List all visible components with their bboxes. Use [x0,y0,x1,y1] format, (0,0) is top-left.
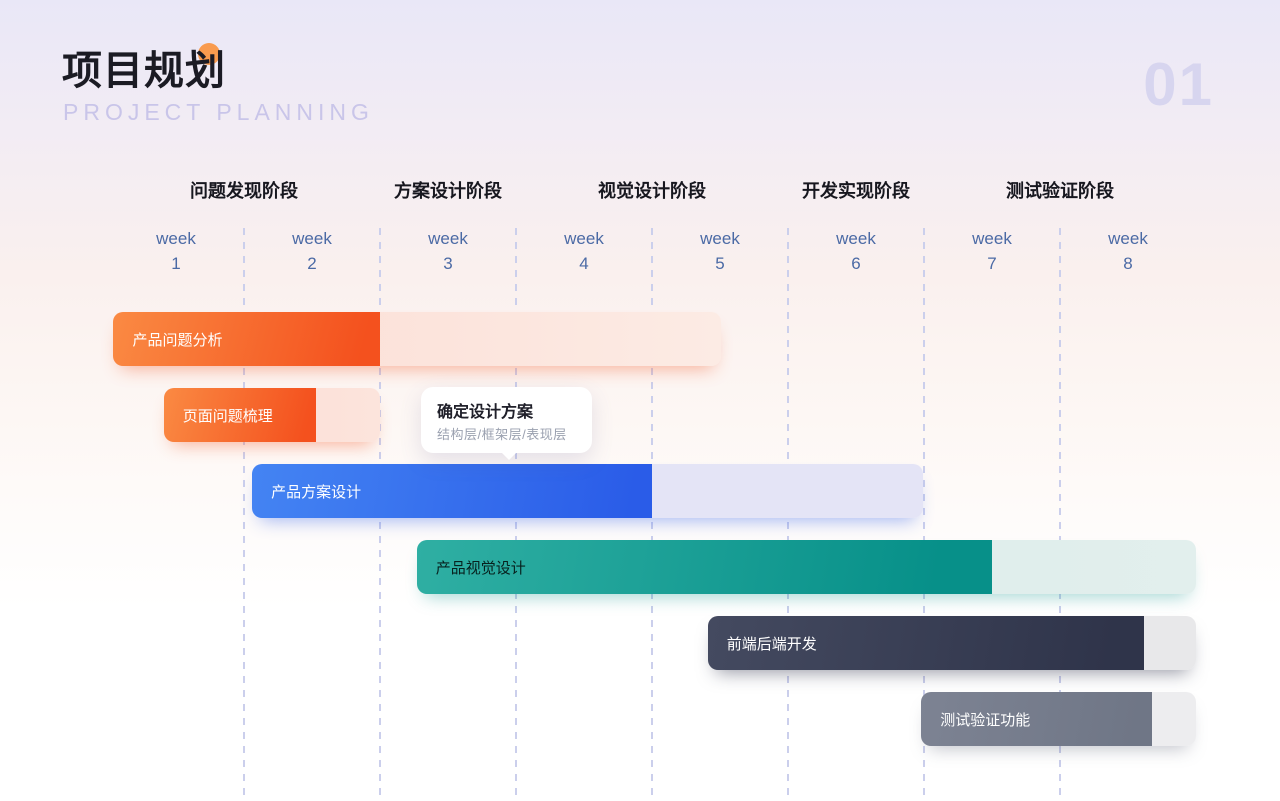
tooltip-title: 确定设计方案 [437,404,534,421]
task-bar-fill: 页面问题梳理 [163,388,317,442]
task-bar-label: 页面问题梳理 [182,407,273,425]
task-bar: 测试验证功能 [921,692,1196,746]
tooltip-arrow-icon [500,451,518,460]
task-bar: 产品问题分析 [113,312,722,366]
task-bar-fill: 产品视觉设计 [416,540,992,594]
title-accent-dot-icon [198,43,220,65]
phase-label: 方案设计阶段 [394,181,502,201]
task-bar-fill: 产品问题分析 [113,312,380,366]
phase-label: 问题发现阶段 [190,181,298,201]
task-bar: 产品方案设计 [252,464,923,518]
page-title: 项目规划 [62,49,226,93]
task-bar: 页面问题梳理 [163,388,380,442]
phase-label: 视觉设计阶段 [598,181,706,201]
page-subtitle: PROJECT PLANNING [63,99,374,125]
task-bar-label: 产品问题分析 [132,331,223,349]
task-bar-fill: 测试验证功能 [921,692,1153,746]
phase-label: 开发实现阶段 [802,181,910,201]
tooltip-subtitle: 结构层/框架层/表现层 [437,427,567,442]
phase-label: 测试验证阶段 [1006,181,1114,201]
week-gridline [1059,228,1061,801]
task-bar-label: 前端后端开发 [726,635,817,653]
task-bar: 前端后端开发 [707,616,1196,670]
week-gridline [923,228,925,801]
task-bar: 产品视觉设计 [416,540,1196,594]
task-bar-label: 产品方案设计 [271,483,362,501]
task-bar-label: 测试验证功能 [940,711,1031,729]
page-number: 01 [1143,51,1214,118]
week-gridline [243,228,245,801]
task-bar-fill: 前端后端开发 [707,616,1145,670]
task-bar-fill: 产品方案设计 [252,464,652,518]
task-bar-label: 产品视觉设计 [435,559,526,577]
tooltip-card: 确定设计方案 结构层/框架层/表现层 [421,387,592,460]
